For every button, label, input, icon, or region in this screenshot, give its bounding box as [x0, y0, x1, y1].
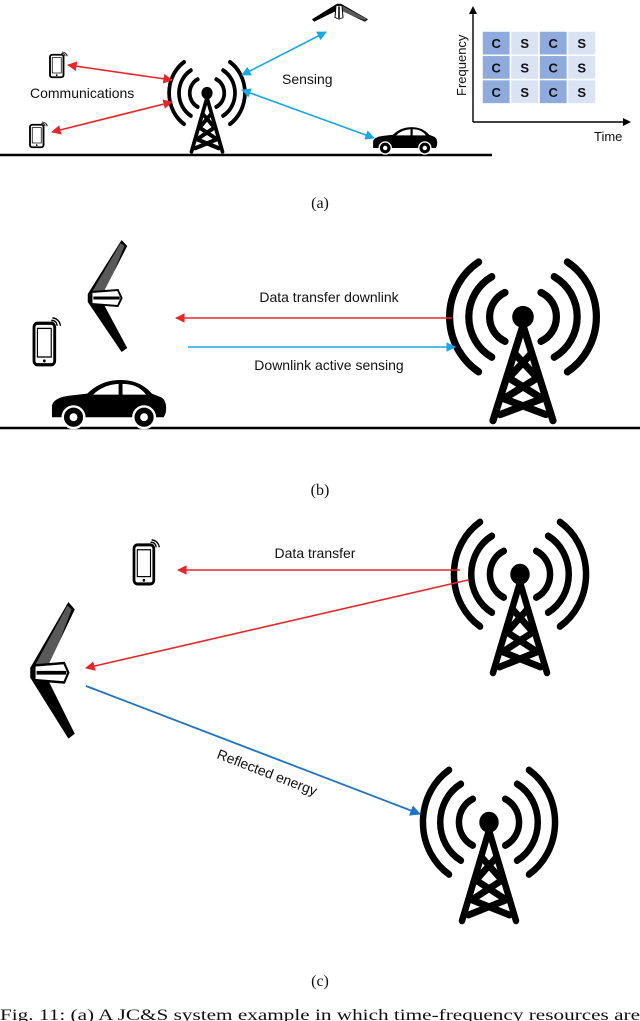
reflected-energy-label: Reflected energy	[215, 746, 320, 799]
x-axis-label: Time	[594, 129, 622, 144]
tf-grid: C S C S C S C S C S C S Frequency Time	[454, 6, 631, 144]
grid-cell-label: S	[520, 60, 529, 75]
car-icon	[372, 126, 438, 155]
grid-cell-label: S	[577, 85, 586, 100]
reflected-energy-arrow	[85, 685, 422, 816]
panel-b: Data transfer downlink Downlink active s…	[0, 238, 640, 499]
comm-arrow-lower	[51, 99, 173, 135]
tower-icon	[450, 262, 597, 421]
grid-cell-label: S	[577, 60, 586, 75]
grid-cell-label: C	[549, 60, 559, 75]
caption-c: (c)	[311, 973, 329, 990]
phone-icon	[132, 538, 161, 586]
car-icon	[50, 378, 168, 430]
caption-a: (a)	[311, 195, 329, 212]
drone-icon	[28, 600, 77, 741]
grid-cell	[538, 78, 569, 105]
grid-cell-label: S	[520, 36, 529, 51]
tower-icon	[423, 770, 555, 921]
grid-cell	[566, 78, 597, 105]
grid-cell-label: C	[492, 60, 502, 75]
panel-c: Data transfer Reflected energy (c)	[28, 522, 586, 990]
tower-icon	[454, 522, 586, 673]
comm-arrow-upper	[67, 61, 173, 84]
data-transfer-label: Data transfer	[275, 545, 356, 561]
caption-b: (b)	[311, 482, 330, 499]
grid-cell-label: S	[577, 36, 586, 51]
grid-cell-label: C	[549, 85, 559, 100]
figure-caption: Fig. 11: (a) A JC&S system example in wh…	[0, 1007, 640, 1021]
grid-cell-label: C	[549, 36, 559, 51]
grid-cell	[566, 54, 597, 81]
grid-cell-label: S	[520, 85, 529, 100]
phone-icon	[29, 121, 49, 149]
phone-icon	[32, 316, 63, 367]
drone-icon	[86, 238, 129, 354]
grid-cell-label: C	[492, 36, 502, 51]
sensing-label: Sensing	[282, 71, 333, 87]
grid-cell-label: C	[492, 85, 502, 100]
panel-a: Communications Sensing C S C S C S C S C S C S Freq…	[0, 2, 631, 212]
sensing-arrow-upper	[241, 31, 327, 76]
sensing-arrow-lower	[241, 88, 375, 140]
drone-icon	[311, 2, 369, 23]
communications-label: Communications	[30, 85, 134, 101]
tower-icon	[169, 62, 245, 152]
downlink-label: Data transfer downlink	[259, 289, 399, 305]
sensing-label: Downlink active sensing	[254, 357, 403, 373]
phone-icon	[49, 51, 69, 79]
drone-downlink-arrow	[85, 579, 469, 671]
y-axis-label: Frequency	[454, 34, 469, 96]
